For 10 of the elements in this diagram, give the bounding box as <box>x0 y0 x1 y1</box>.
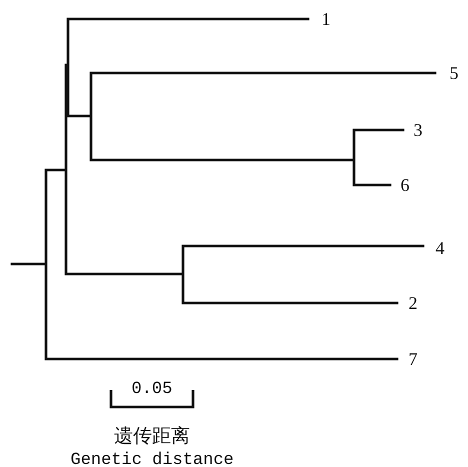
leaf-label: 2 <box>408 294 418 312</box>
leaf-label: 7 <box>408 350 418 368</box>
leaf-label: 4 <box>436 239 444 257</box>
leaf-label: 1 <box>322 10 330 28</box>
leaf-label: 6 <box>400 176 410 194</box>
axis-title: Genetic distance <box>70 452 234 467</box>
axis-title: 遗传距离 <box>114 426 190 446</box>
leaf-label: 5 <box>450 64 458 82</box>
scale-value: 0.05 <box>132 380 172 398</box>
leaf-label: 3 <box>414 121 422 139</box>
